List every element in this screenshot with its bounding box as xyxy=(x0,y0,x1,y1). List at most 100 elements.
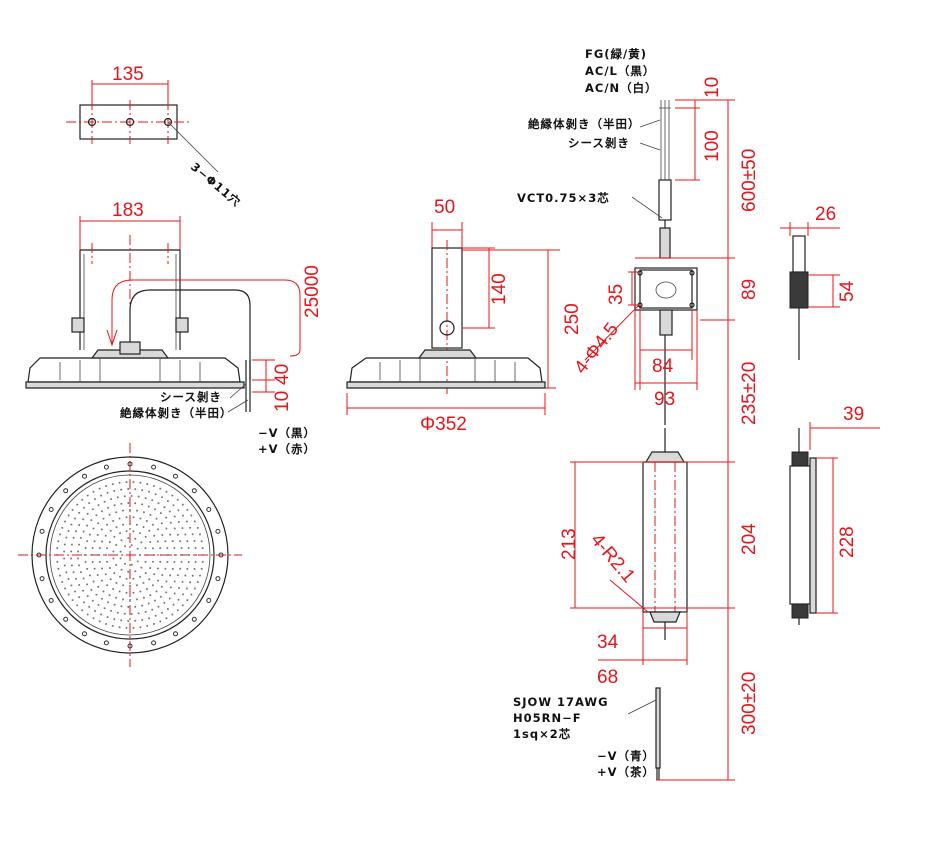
led-dot xyxy=(127,620,130,622)
led-dot xyxy=(123,612,126,615)
led-dot xyxy=(101,540,104,543)
led-dot xyxy=(92,617,95,620)
led-dot xyxy=(96,534,99,536)
vct-cable-label: VCT0.75×3芯 xyxy=(517,191,610,205)
led-dot xyxy=(56,554,58,556)
led-dot xyxy=(202,554,204,556)
led-dot xyxy=(144,560,147,563)
led-dot xyxy=(149,541,152,543)
minus-v-black-label: −V（黒） xyxy=(258,426,316,440)
led-dot xyxy=(181,503,184,506)
led-dot xyxy=(132,530,135,533)
led-dot xyxy=(186,508,189,511)
led-dot xyxy=(86,595,89,598)
dim-204: 204 xyxy=(739,523,760,555)
led-dot xyxy=(75,577,77,580)
led-dot xyxy=(156,567,159,570)
led-dot xyxy=(145,520,148,522)
led-dot xyxy=(194,561,197,563)
led-dot xyxy=(130,563,133,566)
led-dot xyxy=(78,596,81,599)
led-dot xyxy=(134,570,137,573)
led-dot xyxy=(173,547,176,549)
led-dot xyxy=(116,496,119,499)
led-dot xyxy=(147,602,150,605)
led-dot xyxy=(125,530,128,533)
led-dot xyxy=(105,623,108,625)
led-dot xyxy=(171,494,174,497)
dim-300: 300±20 xyxy=(739,672,760,735)
led-dot xyxy=(97,504,100,507)
led-dot xyxy=(189,581,192,584)
led-dot xyxy=(185,587,188,590)
rim-hole xyxy=(218,552,224,558)
led-dot xyxy=(139,481,142,484)
led-dot xyxy=(100,613,103,616)
led-dot xyxy=(139,532,141,535)
led-dot xyxy=(154,508,156,511)
rim-hole xyxy=(103,640,109,646)
led-dot xyxy=(134,488,137,491)
led-dot xyxy=(165,516,168,519)
led-dot xyxy=(108,594,111,597)
led-dot xyxy=(140,566,143,569)
h05rn-cable-label: H05RN−F xyxy=(513,711,582,725)
led-dot xyxy=(139,554,141,556)
sjow-cable-label: SJOW 17AWG xyxy=(513,695,609,709)
led-dot xyxy=(160,554,162,556)
led-dot xyxy=(61,581,64,584)
dim-26: 26 xyxy=(815,204,836,225)
led-dot xyxy=(120,502,123,505)
led-dot xyxy=(152,560,154,563)
dim-228: 228 xyxy=(837,526,858,558)
led-dot xyxy=(118,590,121,593)
led-dot xyxy=(88,605,91,608)
led-dot xyxy=(113,504,116,507)
led-dot xyxy=(152,547,154,550)
led-dot xyxy=(137,612,140,615)
led-dot xyxy=(92,490,95,493)
led-dot xyxy=(173,515,176,518)
rim-hole xyxy=(82,631,87,637)
rim-hole xyxy=(127,461,133,467)
led-dot xyxy=(159,620,162,623)
led-dot xyxy=(163,601,166,604)
led-dot xyxy=(146,554,148,556)
rim-hole xyxy=(39,528,45,534)
led-dot xyxy=(191,533,194,536)
led-dot xyxy=(130,613,133,615)
led-dot xyxy=(88,502,91,505)
luminaire-center-view: 50 140 250 Φ352 xyxy=(346,197,583,435)
led-dot xyxy=(112,520,115,522)
led-dot xyxy=(135,584,138,587)
led-dot xyxy=(106,547,108,550)
led-dot xyxy=(127,606,130,608)
led-dot xyxy=(98,620,101,623)
led-dot xyxy=(86,524,89,527)
led-dot xyxy=(139,590,142,593)
led-dot xyxy=(63,564,66,567)
led-dot xyxy=(161,574,164,576)
led-dot xyxy=(63,543,66,546)
led-dot xyxy=(155,517,158,520)
led-dot xyxy=(124,545,126,548)
led-dot xyxy=(112,550,115,553)
led-dot xyxy=(100,579,103,582)
led-dot xyxy=(171,540,174,543)
led-dot xyxy=(65,536,68,539)
led-dot xyxy=(127,502,130,504)
rim-hole xyxy=(151,464,157,470)
led-dot xyxy=(149,594,152,597)
led-dot xyxy=(144,535,147,538)
led-dot xyxy=(173,592,176,595)
rim-hole xyxy=(39,576,45,582)
led-dot xyxy=(84,561,87,563)
led-dot xyxy=(108,513,111,516)
led-dot xyxy=(115,581,118,584)
led-dot xyxy=(149,513,152,516)
led-dot xyxy=(157,528,160,531)
led-dot xyxy=(130,495,133,497)
dim-250: 250 xyxy=(562,303,583,335)
